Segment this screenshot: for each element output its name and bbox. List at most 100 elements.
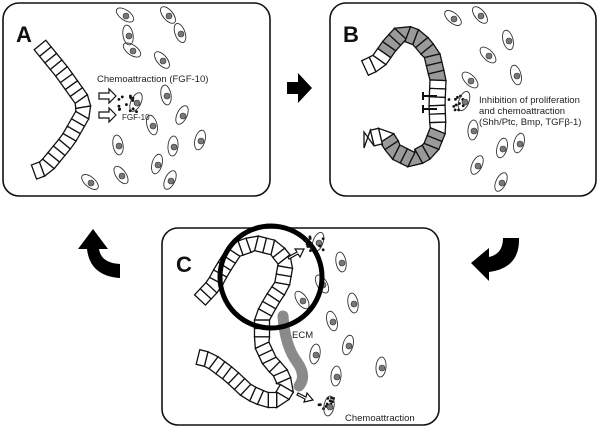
curved-arrow-down-left-icon — [471, 238, 520, 281]
curved-arrow-up-icon — [78, 229, 120, 278]
panel-c-label: C — [176, 252, 192, 277]
inhibition-symbols — [422, 92, 437, 113]
mesenchymal-cell — [335, 251, 347, 273]
mesenchymal-cell — [160, 84, 172, 106]
epithelium-bud — [360, 25, 447, 168]
signal-molecule — [330, 400, 334, 403]
mesenchymal-cell — [122, 24, 134, 46]
signal-molecule — [135, 110, 138, 114]
epithelial-cell — [428, 79, 447, 90]
mesenchymal-cell — [323, 395, 335, 417]
mesenchymal-cell — [479, 46, 497, 64]
signal-dots — [304, 235, 336, 417]
signal-molecule — [321, 237, 325, 241]
signal-molecule — [309, 249, 312, 253]
mesenchymal-cell — [113, 165, 129, 185]
inhibition-icon — [422, 105, 437, 113]
mesenchymal-cell — [513, 132, 525, 154]
inhibition-label-line1: Inhibition of proliferation — [479, 95, 580, 106]
mesenchymal-cell — [173, 22, 187, 44]
signal-molecule — [318, 403, 322, 406]
hollow-arrow-icon — [98, 87, 117, 105]
signal-molecule — [454, 103, 458, 107]
mesenchymal-cell — [129, 92, 143, 112]
hollow-arrow-icon — [296, 391, 315, 403]
epithelial-cell — [428, 112, 447, 124]
epithelial-cell — [267, 391, 278, 409]
right-arrow-icon — [287, 73, 312, 103]
mesenchymal-cell — [151, 153, 163, 175]
signal-dots — [447, 90, 471, 112]
mesenchymal-cell — [444, 10, 462, 26]
mesenchymal-cell — [160, 6, 176, 24]
mesenchymal-cell — [375, 356, 387, 378]
mesenchymal-cell — [494, 172, 508, 192]
chemoattraction-label: Chemoattraction (FGF-10) — [97, 74, 208, 85]
epithelial-cell — [363, 127, 375, 149]
mesenchymal-cell — [330, 365, 342, 387]
signal-molecule — [305, 238, 309, 241]
mesenchymal-cell — [472, 6, 488, 24]
signal-molecule — [321, 248, 325, 252]
mesenchyme-cells — [81, 6, 206, 190]
epithelial-cell — [428, 96, 446, 107]
mesenchymal-cell — [115, 7, 135, 23]
mesenchymal-cell — [309, 343, 321, 365]
fgf10-label: FGF-10 — [122, 113, 150, 122]
signal-molecule — [447, 98, 451, 101]
mesenchymal-cell — [457, 90, 471, 112]
mesenchymal-cell — [502, 29, 514, 51]
chemoattraction-arrows — [98, 87, 117, 124]
signal-molecule — [318, 244, 322, 248]
mesenchymal-cell — [175, 105, 189, 125]
highlight-circle — [217, 223, 325, 331]
mesenchymal-cell — [81, 174, 99, 190]
panel-b: B Inhibition of proliferation and chemoa… — [329, 2, 597, 197]
mesenchymal-cell — [342, 334, 354, 356]
signal-molecule — [120, 95, 124, 99]
mesenchymal-cell — [461, 71, 479, 89]
signal-molecule — [453, 108, 457, 112]
inhibition-label-line3: (Shh/Ptc, Bmp, TGFβ-1) — [479, 117, 581, 128]
panel-b-label: B — [343, 22, 359, 47]
ecm-label: ECM — [292, 330, 313, 341]
signal-molecule — [454, 97, 457, 101]
mesenchymal-cell — [163, 170, 177, 190]
panel-a-label: A — [16, 22, 32, 47]
mesenchymal-cell — [496, 137, 508, 159]
inhibition-icon — [422, 92, 437, 100]
fgf10-signal-dots — [117, 92, 143, 114]
signal-molecule — [125, 103, 128, 106]
hollow-arrow-icon — [287, 248, 305, 260]
mesenchyme-cells — [444, 6, 525, 192]
mesenchymal-cell — [146, 114, 158, 136]
mesenchymal-cell — [326, 310, 338, 332]
signal-molecule — [117, 97, 121, 101]
signal-molecule — [307, 244, 310, 248]
signal-molecule — [456, 95, 459, 99]
epithelial-cell — [30, 161, 46, 180]
epithelial-cell — [195, 348, 209, 368]
hollow-arrow-icon — [98, 106, 117, 124]
signal-molecule — [128, 94, 132, 98]
mesenchymal-cell — [154, 51, 170, 69]
ecm-band — [277, 310, 308, 392]
chemoattraction-label: Chemoattraction — [345, 413, 415, 424]
signal-molecule — [117, 104, 121, 108]
signal-molecule — [310, 246, 313, 250]
signal-molecule — [452, 104, 456, 108]
signal-molecule — [328, 399, 332, 403]
mesenchymal-cell — [467, 119, 479, 141]
panel-c: C ECM Chemoattraction — [161, 223, 440, 426]
epithelium-tube — [30, 39, 92, 180]
signal-molecule — [118, 107, 122, 111]
signal-molecule — [131, 107, 135, 111]
mesenchymal-cell — [347, 292, 359, 314]
signal-molecule — [308, 237, 312, 240]
mesenchymal-cell — [294, 290, 310, 310]
inhibition-label-line2: and chemoattraction — [479, 106, 565, 117]
epithelium-branching — [193, 235, 295, 409]
panel-a: A Chemoattraction (FGF-10) FGF-10 — [2, 2, 271, 197]
